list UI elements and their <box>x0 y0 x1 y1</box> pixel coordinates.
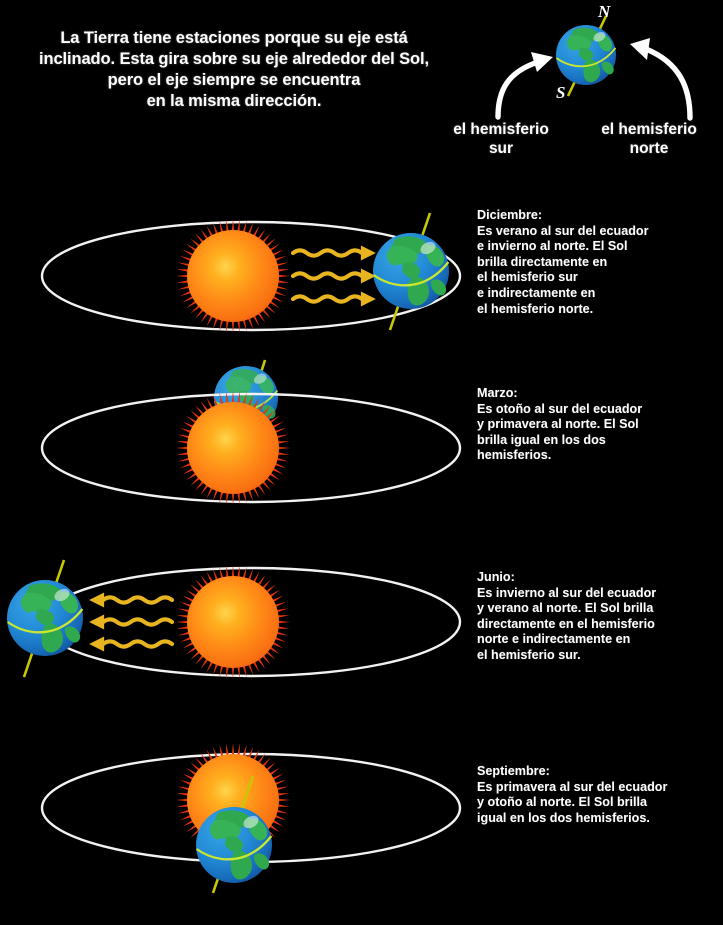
earth-december <box>371 231 451 311</box>
panel-june-body-line-4: el hemisferio sur. <box>477 647 581 662</box>
panel-september-body-line-2: igual en los dos hemisferios. <box>477 810 650 825</box>
panel-march-body-line-3: hemisferios. <box>477 448 552 463</box>
hemisphere-south-line-0: el hemisferio <box>453 121 549 138</box>
ray-december-2-head <box>360 291 376 307</box>
panel-march-graphic <box>40 359 462 505</box>
hemisphere-south-label: el hemisferio sur <box>436 120 566 158</box>
title-line-2: pero el eje siempre se encuentra <box>107 71 361 89</box>
panel-june-body-line-0: Es invierno al sur del ecuador <box>477 585 657 600</box>
title-line-3: en la misma dirección. <box>146 92 322 110</box>
hemisphere-north-label: el hemisferio norte <box>580 120 718 158</box>
panel-december-body-line-4: e indirectamente en <box>477 285 596 300</box>
panel-december-body-line-2: brilla directamente en <box>477 254 608 269</box>
title-line-1: inclinado. Esta gira sobre su eje alrede… <box>38 50 429 68</box>
pole-south-label: S <box>556 83 566 102</box>
panel-june-body-line-1: y verano al norte. El Sol brilla <box>477 601 654 616</box>
hemisphere-north-line-0: el hemisferio <box>601 121 697 138</box>
panel-march-body-line-0: Es otoño al sur del ecuador <box>477 401 643 416</box>
ray-june-0-head <box>89 592 105 608</box>
panel-month-december: Diciembre: <box>477 208 543 222</box>
ray-december-2-wave <box>290 294 364 304</box>
page-title: La Tierra tiene estaciones porque su eje… <box>8 28 460 112</box>
panel-december-graphic <box>40 212 462 333</box>
panel-march-body-line-1: y primavera al norte. El Sol <box>477 417 639 432</box>
panel-december-body-line-0: Es verano al sur del ecuador <box>477 223 649 238</box>
panel-september-body-line-0: Es primavera al sur del ecuador <box>477 779 668 794</box>
sun-december <box>176 219 290 333</box>
reference-globe-group <box>495 15 693 121</box>
rotation-arrow-left <box>495 52 553 120</box>
panel-december-body-line-3: el hemisferio sur <box>477 270 578 285</box>
earth-september <box>194 805 274 885</box>
panel-march-body-line-2: brilla igual en los dos <box>477 432 606 447</box>
panel-september-graphic <box>40 743 462 894</box>
ray-june-1-wave <box>101 617 175 627</box>
panel-text-september: Septiembre:Es primavera al sur del ecuad… <box>477 764 721 826</box>
panel-september-body-line-1: y otoño al norte. El Sol brilla <box>477 795 648 810</box>
pole-north-label: N <box>598 2 611 21</box>
sun-june <box>176 565 290 679</box>
ray-june-2-wave <box>101 639 175 649</box>
panel-december-body-line-5: el hemisferio norte. <box>477 301 594 316</box>
title-line-0: La Tierra tiene estaciones porque su eje… <box>60 29 408 47</box>
ray-december-1-wave <box>290 271 364 281</box>
panel-month-june: Junio: <box>477 570 515 584</box>
rotation-arrow-right <box>630 38 693 121</box>
sun-rays-december <box>290 245 376 307</box>
panel-june-graphic <box>5 559 462 679</box>
ray-december-0-head <box>360 245 376 261</box>
panel-month-march: Marzo: <box>477 386 518 400</box>
ray-december-0-wave <box>290 248 364 258</box>
ray-december-1-head <box>360 268 376 284</box>
sun-rays-june <box>89 592 175 652</box>
panel-june-body-line-3: norte e indirectamente en <box>477 632 631 647</box>
ray-june-1-head <box>89 614 105 630</box>
ray-june-0-wave <box>101 595 175 605</box>
hemisphere-south-line-1: sur <box>488 140 514 157</box>
ray-june-2-head <box>89 636 105 652</box>
orbit-ellipse-march <box>40 392 462 504</box>
orbit-ellipse-december <box>40 220 462 332</box>
hemisphere-north-line-1: norte <box>629 140 669 157</box>
panel-month-september: Septiembre: <box>477 764 550 778</box>
earth-june <box>5 578 85 658</box>
panel-june-body-line-2: directamente en el hemisferio <box>477 616 655 631</box>
panel-december-body-line-1: e invierno al norte. El Sol <box>477 239 628 254</box>
reference-globe <box>555 24 617 86</box>
